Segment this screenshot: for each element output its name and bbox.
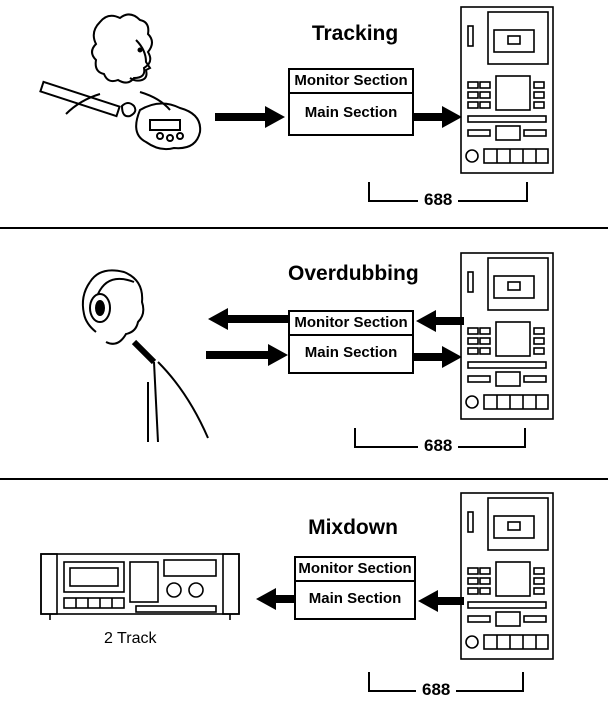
tracking-panel: Tracking Monitor Section Main Section [0,0,608,225]
mixdown-panel: Mixdown 2 Track Monitor Section Main Sec… [0,482,608,710]
overdubbing-title: Overdubbing [288,262,419,285]
divider-1 [0,227,608,229]
input-arrow [206,344,288,366]
playback-arrow [418,590,464,612]
monitor-section-label: Monitor Section [290,70,412,94]
input-arrow [215,106,285,128]
device-label: 688 [418,190,459,210]
monitor-section-label: Monitor Section [290,312,412,336]
overdubbing-panel: Overdubbing Monitor Section Main Section [0,232,608,472]
main-section-label: Main Section [304,344,398,361]
monitor-section-label: Monitor Section [296,558,414,582]
output-arrow [256,588,294,610]
device-688 [460,6,554,174]
mixer-section-box: Monitor Section Main Section [288,310,414,374]
singer-illustration [81,269,209,443]
divider-2 [0,478,608,480]
tracking-title: Tracking [311,22,399,45]
device-688 [460,252,554,420]
output-arrow [414,106,462,128]
device-label: 688 [416,680,457,700]
guitarist-illustration [39,13,202,151]
two-track-deck [40,553,240,620]
device-label: 688 [418,436,459,456]
monitor-return-arrow [208,308,290,330]
device-688 [460,492,554,660]
two-track-caption: 2 Track [104,630,157,647]
main-section-label: Main Section [308,590,402,607]
main-section-label: Main Section [304,104,398,121]
mixer-section-box: Monitor Section Main Section [294,556,416,620]
playback-arrow [416,310,464,332]
mixdown-title: Mixdown [308,516,398,539]
mixer-section-box: Monitor Section Main Section [288,68,414,136]
record-arrow [414,346,462,368]
